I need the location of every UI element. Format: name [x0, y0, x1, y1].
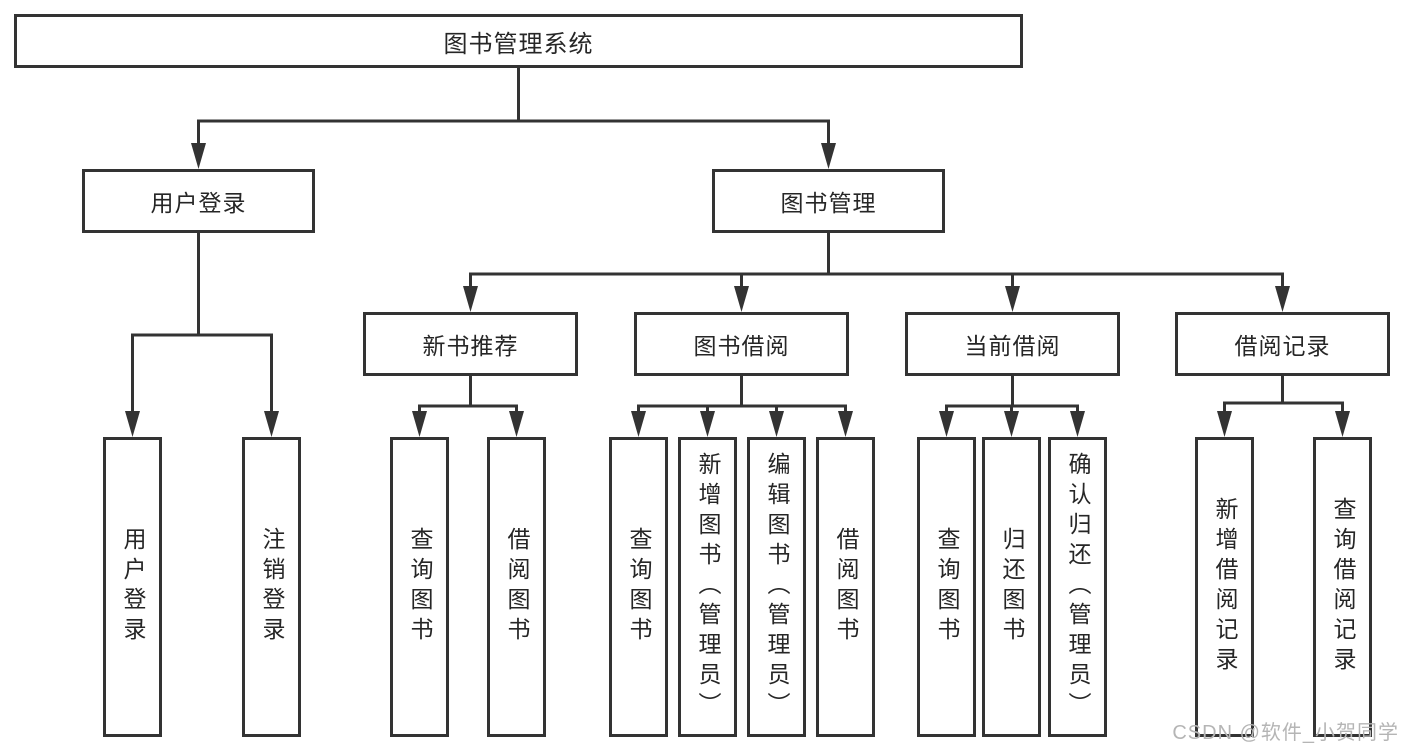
connector-borrow-records-to-leaves [1217, 376, 1350, 437]
leaf-current-query-books: 查询图书 [917, 437, 976, 737]
connector-new-book-to-leaves [412, 376, 524, 437]
leaf-newbook-borrow-books: 借阅图书 [487, 437, 546, 737]
leaf-borrow-borrow-books: 借阅图书 [816, 437, 875, 737]
leaf-borrow-edit-books-admin: 编辑图书（管理员） [747, 437, 806, 737]
node-new-book-recommend: 新书推荐 [363, 312, 578, 376]
leaf-newbook-query-books: 查询图书 [390, 437, 449, 737]
connector-root-to-level2 [191, 68, 836, 169]
connector-book-borrow-to-leaves [631, 376, 853, 437]
node-book-mgmt: 图书管理 [712, 169, 945, 233]
leaf-current-return-books: 归还图书 [982, 437, 1041, 737]
leaf-records-query-record: 查询借阅记录 [1313, 437, 1372, 737]
connector-current-borrow-to-leaves [939, 376, 1085, 437]
leaf-borrow-add-books-admin: 新增图书（管理员） [678, 437, 737, 737]
leaf-borrow-query-books: 查询图书 [609, 437, 668, 737]
node-user-login: 用户登录 [82, 169, 315, 233]
node-borrow-records: 借阅记录 [1175, 312, 1390, 376]
node-current-borrow: 当前借阅 [905, 312, 1120, 376]
leaf-user-login: 用户登录 [103, 437, 162, 737]
leaf-records-add-record: 新增借阅记录 [1195, 437, 1254, 737]
node-book-borrow: 图书借阅 [634, 312, 849, 376]
connector-user-login-to-leaves [125, 233, 279, 437]
leaf-logout: 注销登录 [242, 437, 301, 737]
csdn-watermark: CSDN @软件_小贺同学 [1172, 722, 1399, 744]
connector-book-mgmt-to-level3 [463, 233, 1290, 312]
leaf-current-confirm-return-admin: 确认归还（管理员） [1048, 437, 1107, 737]
node-root: 图书管理系统 [14, 14, 1023, 68]
